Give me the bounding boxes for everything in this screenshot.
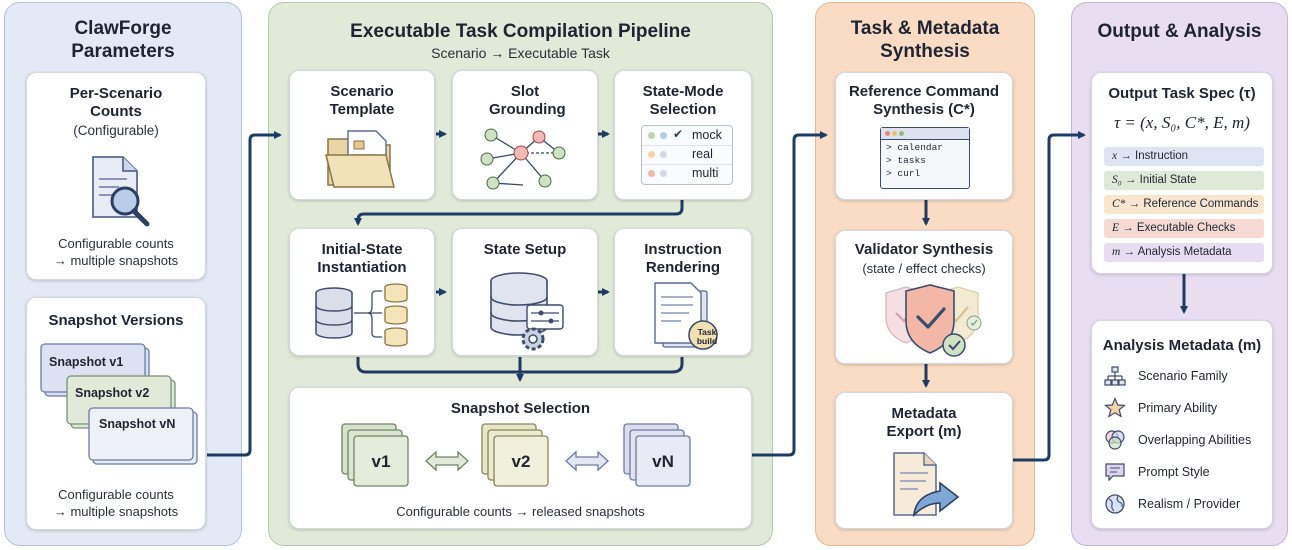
metadata-export-card: Metadata Export (m) [835,392,1013,529]
double-arrow-icon [425,450,469,472]
metadata-export-title: Metadata Export (m) [886,405,962,440]
database-fanout-icon [315,283,408,347]
instruction-rendering-card: Instruction Rendering Task build [614,228,752,356]
hierarchy-icon [1104,366,1126,386]
snapshot-sheet-v2: Snapshot v2 [75,386,150,400]
state-mode-selection-card: State-Mode Selection ✔ mock real multi [614,70,752,200]
pipeline-panel-subtitle: Scenario → Executable Task [431,45,610,61]
snapshot-version-vn[interactable]: vN [652,452,674,471]
validator-synthesis-title: Validator Synthesis [854,241,994,258]
parameters-panel-title: ClawForge Parameters [71,18,175,62]
venn-diagram-icon [1105,430,1125,450]
snapshot-sheet-vn: Snapshot vN [99,417,176,431]
spec-row-analysis-metadata: m → Analysis Metadata [1104,243,1264,262]
snapshot-version-v1[interactable]: v1 [371,452,391,471]
snapshot-versions-footer-1: Configurable counts [58,487,174,502]
spec-row-initial-state: S₀ → Initial State [1104,171,1264,190]
mode-option-mock[interactable]: ✔ mock [642,126,732,146]
shield-check-icon [885,284,982,357]
chat-bubble-icon [1105,463,1125,482]
output-task-spec-title: Output Task Spec (τ) [1108,85,1256,102]
snapshot-selection-card: Snapshot Selection v1 v2 vN Configurable… [289,387,752,529]
slot-grounding-card: Slot Grounding [452,70,598,200]
slot-grounding-title: Slot Grounding [489,83,566,118]
scenario-template-card: Scenario Template [289,70,435,200]
per-scenario-counts-title: Per-Scenario Counts [69,85,163,120]
mode-selector: ✔ mock real multi [641,125,733,185]
snapshot-version-stacks [341,423,691,487]
spec-row-instruction: x → Instruction [1104,147,1264,166]
initial-state-instantiation-title: Initial-State Instantiation [317,241,407,276]
snapshot-selection-title: Snapshot Selection [450,400,591,417]
double-arrow-icon [565,450,609,472]
synthesis-panel-title: Task & Metadata Synthesis [850,18,1000,62]
snapshot-sheet-v1: Snapshot v1 [49,355,124,369]
document-export-icon [893,452,960,518]
snapshot-version-v2[interactable]: v2 [511,452,531,471]
snapshot-versions-card: Snapshot Versions Snapshot v1 Snapshot v… [26,297,206,530]
reference-command-synthesis-card: Reference Command Synthesis (C*) > calen… [835,72,1013,200]
per-scenario-counts-footer-1: Configurable counts [58,236,174,251]
document-search-icon [92,156,150,227]
globe-icon [1105,494,1125,514]
validator-synthesis-card: Validator Synthesis (state / effect chec… [835,230,1013,364]
state-mode-selection-title: State-Mode Selection [642,83,724,118]
task-build-badge-line-1: Task [697,327,717,337]
terminal-window: > calendar > tasks > curl [880,127,970,189]
snapshot-stack-graphic [40,343,198,465]
document-stack-icon [654,282,718,350]
mode-option-multi[interactable]: multi [642,164,732,183]
per-scenario-counts-subtitle: (Configurable) [73,123,159,138]
pipeline-panel-title: Executable Task Compilation Pipeline [350,21,691,42]
initial-state-instantiation-card: Initial-State Instantiation [289,228,435,356]
snapshot-versions-footer-2: → multiple snapshots [53,504,179,519]
per-scenario-counts-footer-2: → multiple snapshots [53,253,179,268]
scenario-template-title: Scenario Template [329,83,395,118]
output-panel-title: Output & Analysis [1097,21,1262,42]
output-task-spec-card: Output Task Spec (τ) τ = (x, S₀, C*, E, … [1091,72,1273,274]
star-icon [1104,397,1126,418]
validator-synthesis-subtitle: (state / effect checks) [862,261,986,276]
task-spec-formula: τ = (x, S₀, C*, E, m) [1114,113,1250,132]
reference-command-synthesis-title: Reference Command Synthesis (C*) [848,83,1000,118]
graph-network-icon [480,128,566,190]
analysis-metadata-title: Analysis Metadata (m) [1102,337,1262,354]
state-setup-card: State Setup [452,228,598,356]
state-setup-title: State Setup [483,241,567,258]
instruction-rendering-title: Instruction Rendering [644,241,722,276]
server-gear-icon [490,272,564,351]
snapshot-selection-footer: Configurable counts → released snapshots [396,504,645,519]
folder-icon [325,130,395,188]
per-scenario-counts-card: Per-Scenario Counts (Configurable) Confi… [26,72,206,280]
spec-row-executable-checks: E → Executable Checks [1104,219,1264,238]
spec-row-reference-commands: C* → Reference Commands [1104,195,1264,214]
snapshot-versions-title: Snapshot Versions [48,312,184,329]
task-build-badge-line-2: build [696,336,718,346]
check-icon: ✔ [673,127,684,141]
mode-option-real[interactable]: real [642,145,732,165]
analysis-metadata-card: Analysis Metadata (m) Scenario Family Pr… [1091,320,1273,529]
